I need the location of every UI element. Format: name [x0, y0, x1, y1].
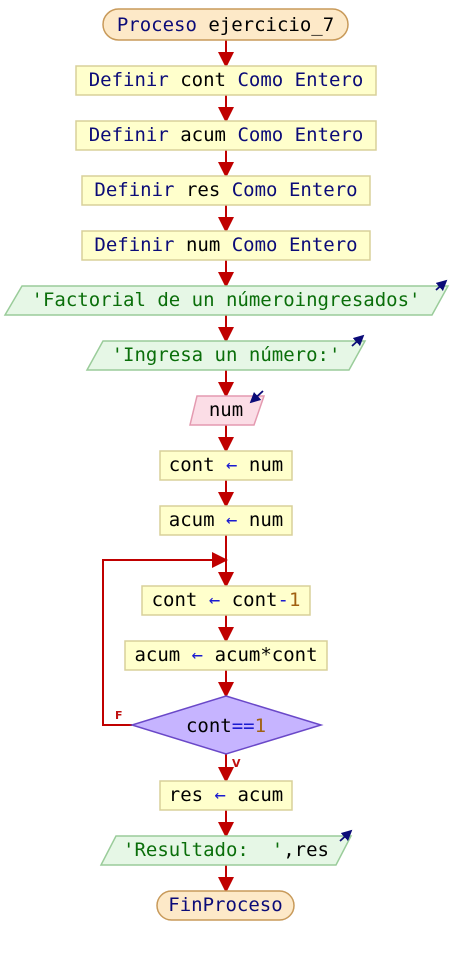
process-name: ejercicio_7 [208, 14, 334, 36]
assign-rhs: acum*cont [215, 644, 318, 666]
assign-arrow: ← [226, 454, 237, 476]
assign-arrow: ← [226, 509, 237, 531]
start-terminal: Proceso ejercicio_7 [102, 8, 349, 41]
condition-diamond: cont==1 [129, 695, 324, 755]
definition-var: num [186, 234, 220, 256]
svg-text:Definir acum Como: Definir acum Como Entero [89, 124, 364, 146]
false-branch-label: F [115, 709, 123, 722]
assign-lhs: acum [169, 509, 215, 531]
definir-keyword: Definir [89, 124, 169, 146]
definition-var: acum [180, 124, 226, 146]
output-title-block: 'Factorial de un númeroingresados' [3, 279, 450, 316]
loop-decrement-block: cont ← cont-1 [141, 585, 311, 616]
como-keyword: Como [237, 124, 283, 146]
assign-cont-block: cont ← num [159, 450, 293, 481]
end-keyword: FinProceso [168, 894, 282, 916]
assign-res-block: res ← acum [159, 780, 293, 811]
como-keyword: Como [232, 179, 278, 201]
number-literal: 1 [289, 589, 300, 611]
output-result-var: ,res [283, 839, 329, 861]
start-keyword: Proceso [117, 14, 197, 36]
svg-text:cont==1: cont==1 [186, 715, 266, 737]
output-result-string: 'Resultado: ' [123, 839, 283, 861]
assign-lhs: acum [134, 644, 180, 666]
condition-operator: == [232, 715, 255, 737]
entero-keyword: Entero [289, 179, 358, 201]
output-arrow-icon [339, 829, 353, 842]
output-result-block: 'Resultado: ',res [99, 829, 353, 866]
definition-res-block: Definir res Como Entero [81, 175, 371, 206]
output-prompt-block: 'Ingresa un número:' [85, 334, 367, 371]
definition-var: cont [180, 69, 226, 91]
output-title-text: 'Factorial de un númeroingresados' [32, 289, 421, 311]
assign-arrow: ← [192, 644, 203, 666]
output-prompt-text: 'Ingresa un número:' [112, 344, 341, 366]
loop-multiply-block: acum ← acum*cont [124, 640, 328, 671]
output-arrow-icon [435, 279, 448, 292]
entero-keyword: Entero [289, 234, 358, 256]
svg-text:res ← acum: res ← acum [169, 784, 283, 806]
condition-var: cont [186, 715, 232, 737]
assign-arrow: ← [215, 784, 226, 806]
svg-text:acum ← acum*cont: acum ← acum*cont [134, 644, 317, 666]
svg-text:Proceso ejercicio_7: Proceso ejercicio_7 [117, 14, 334, 36]
assign-arrow: ← [209, 589, 220, 611]
condition-number: 1 [255, 715, 266, 737]
como-keyword: Como [232, 234, 278, 256]
como-keyword: Como [237, 69, 283, 91]
svg-text:cont ← num: cont ← num [169, 454, 283, 476]
end-terminal: FinProceso [156, 890, 295, 921]
input-var-text: num [209, 399, 243, 421]
assign-rhs: num [249, 509, 283, 531]
true-branch-label: V [232, 757, 241, 770]
assign-rhs: acum [237, 784, 283, 806]
definition-num-block: Definir num Como Entero [81, 230, 371, 261]
input-arrow-icon [249, 390, 264, 404]
svg-text:Definir num Como: Definir num Como Entero [94, 234, 357, 256]
assign-lhs: cont [152, 589, 198, 611]
assign-lhs: cont [169, 454, 215, 476]
definition-cont-block: Definir cont Como Entero [75, 65, 377, 96]
svg-text:Definir res Como: Definir res Como Entero [94, 179, 357, 201]
definition-var: res [186, 179, 220, 201]
assign-lhs: res [169, 784, 203, 806]
svg-text:'Resultado: ',res: 'Resultado: ',res [123, 839, 329, 861]
definir-keyword: Definir [94, 234, 174, 256]
definir-keyword: Definir [94, 179, 174, 201]
entero-keyword: Entero [295, 124, 364, 146]
definition-acum-block: Definir acum Como Entero [75, 120, 377, 151]
input-num-block: num [189, 390, 266, 426]
svg-text:Definir cont Como: Definir cont Como Entero [89, 69, 364, 91]
svg-text:cont ← cont-1: cont ← cont-1 [152, 589, 301, 611]
flow-connectors [102, 40, 234, 893]
svg-text:acum ← num: acum ← num [169, 509, 283, 531]
output-arrow-icon [351, 334, 365, 347]
assign-acum-block: acum ← num [159, 505, 293, 536]
minus-operator: - [277, 589, 288, 611]
entero-keyword: Entero [295, 69, 364, 91]
assign-rhs-var: cont [232, 589, 278, 611]
assign-rhs: num [249, 454, 283, 476]
definir-keyword: Definir [89, 69, 169, 91]
